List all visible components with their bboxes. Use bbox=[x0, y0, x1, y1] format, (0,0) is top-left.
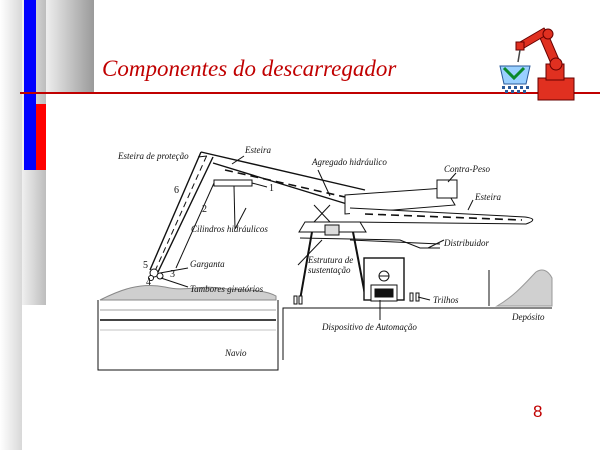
deposit-pile bbox=[495, 269, 553, 307]
page-number: 8 bbox=[533, 402, 543, 421]
vertical-arm-left bbox=[149, 151, 202, 271]
right-conveyor bbox=[349, 207, 534, 225]
boom-top-line bbox=[200, 151, 366, 191]
slide-title: Componentes do descarregador bbox=[102, 56, 397, 81]
label-contra-peso: Contra-Peso bbox=[444, 164, 490, 174]
label-trilhos: Trilhos bbox=[433, 295, 459, 305]
rotating-drum bbox=[149, 268, 159, 278]
label-esteira-right: Esteira bbox=[475, 192, 501, 202]
label-distribuidor: Distribuidor bbox=[444, 238, 490, 248]
counterweight bbox=[436, 179, 458, 199]
label-navio: Navio bbox=[225, 348, 247, 358]
workpiece-icon bbox=[499, 65, 531, 93]
quay-line bbox=[282, 307, 552, 360]
ship-cargo bbox=[99, 284, 277, 301]
number-3: 3 bbox=[170, 269, 175, 280]
label-garganta: Garganta bbox=[190, 259, 225, 269]
number-5: 5 bbox=[143, 260, 148, 271]
grey-bar-outer bbox=[0, 0, 22, 450]
number-2: 2 bbox=[202, 204, 207, 215]
number-1: 1 bbox=[269, 183, 274, 194]
ship-hull bbox=[97, 300, 279, 371]
vertical-arm-right bbox=[157, 156, 214, 273]
red-block bbox=[36, 104, 46, 170]
boom-bottom-line bbox=[212, 162, 348, 205]
label-dispositivo-automacao: Dispositivo de Automação bbox=[322, 322, 417, 332]
side-decoration bbox=[0, 0, 94, 450]
label-deposito: Depósito bbox=[512, 312, 545, 322]
number-6: 6 bbox=[174, 185, 179, 196]
label-tambores-giratorios: Tambores giratórios bbox=[190, 284, 264, 294]
label-esteira-protecao: Esteira de proteção bbox=[118, 151, 189, 161]
label-estrutura-sustentacao-2: sustentação bbox=[308, 265, 351, 275]
number-4: 4 bbox=[146, 277, 151, 288]
label-agregado-hidraulico: Agregado hidráulico bbox=[312, 157, 387, 167]
label-cilindros-hidraulicos: Cilindros hidráulicos bbox=[191, 224, 268, 234]
label-estrutura-sustentacao-1: Estrutura de bbox=[308, 255, 354, 265]
grey-bar-top bbox=[46, 0, 94, 94]
title-rule bbox=[20, 92, 600, 94]
blue-bar bbox=[24, 0, 36, 170]
label-esteira-top: Esteira bbox=[245, 145, 271, 155]
robot-logo-icon bbox=[499, 27, 575, 101]
